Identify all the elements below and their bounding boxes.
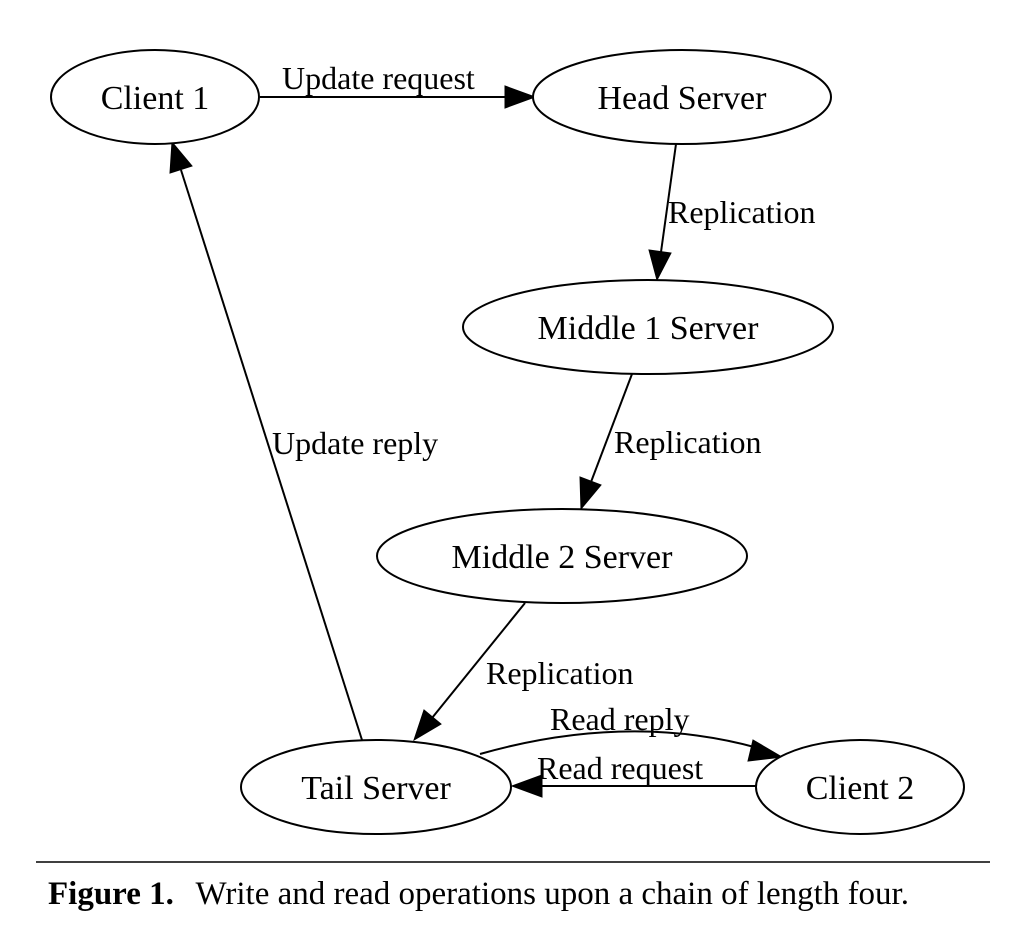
node-tail-server: Tail Server [240, 739, 512, 835]
node-label-middle-2-server: Middle 2 Server [452, 539, 674, 576]
node-label-tail-server: Tail Server [301, 770, 451, 807]
edge-replication-head-middle1: Replication [648, 143, 816, 282]
node-middle-1-server: Middle 1 Server [462, 279, 834, 375]
figure-caption-text: Write and read operations upon a chain o… [196, 876, 909, 912]
arrowhead [504, 85, 537, 109]
node-client-1: Client 1 [50, 49, 260, 145]
edge-label-update-reply: Update reply [272, 425, 438, 461]
edge-label-replication-2: Replication [614, 424, 762, 460]
arrowhead [747, 739, 784, 762]
arrowhead [413, 709, 442, 742]
figure-caption: Figure 1. Write and read operations upon… [48, 876, 909, 912]
arrowhead [169, 140, 193, 174]
edge-update-reply: Update reply [169, 140, 438, 741]
node-label-client-2: Client 2 [806, 770, 915, 807]
node-label-client-1: Client 1 [101, 80, 210, 117]
edge-replication-middle1-middle2: Replication [579, 373, 762, 511]
edge-read-request: Read request [510, 750, 756, 798]
edge-label-replication-1: Replication [668, 194, 816, 230]
arrowhead [648, 249, 672, 282]
arrowhead [510, 774, 543, 798]
edge-label-read-reply: Read reply [550, 701, 690, 737]
node-label-middle-1-server: Middle 1 Server [538, 310, 760, 347]
edge-replication-middle2-tail: Replication [413, 602, 634, 742]
figure-caption-label: Figure 1. [48, 876, 174, 912]
arrowhead [579, 476, 602, 511]
edge-label-replication-3: Replication [486, 655, 634, 691]
edge-read-reply: Read reply [479, 701, 784, 762]
node-label-head-server: Head Server [598, 80, 768, 117]
node-client-2: Client 2 [755, 739, 965, 835]
edge-update-request: Update request [260, 60, 537, 109]
edge-label-update-request: Update request [282, 60, 475, 96]
edge-label-read-request: Read request [537, 750, 703, 786]
node-head-server: Head Server [532, 49, 832, 145]
node-middle-2-server: Middle 2 Server [376, 508, 748, 604]
